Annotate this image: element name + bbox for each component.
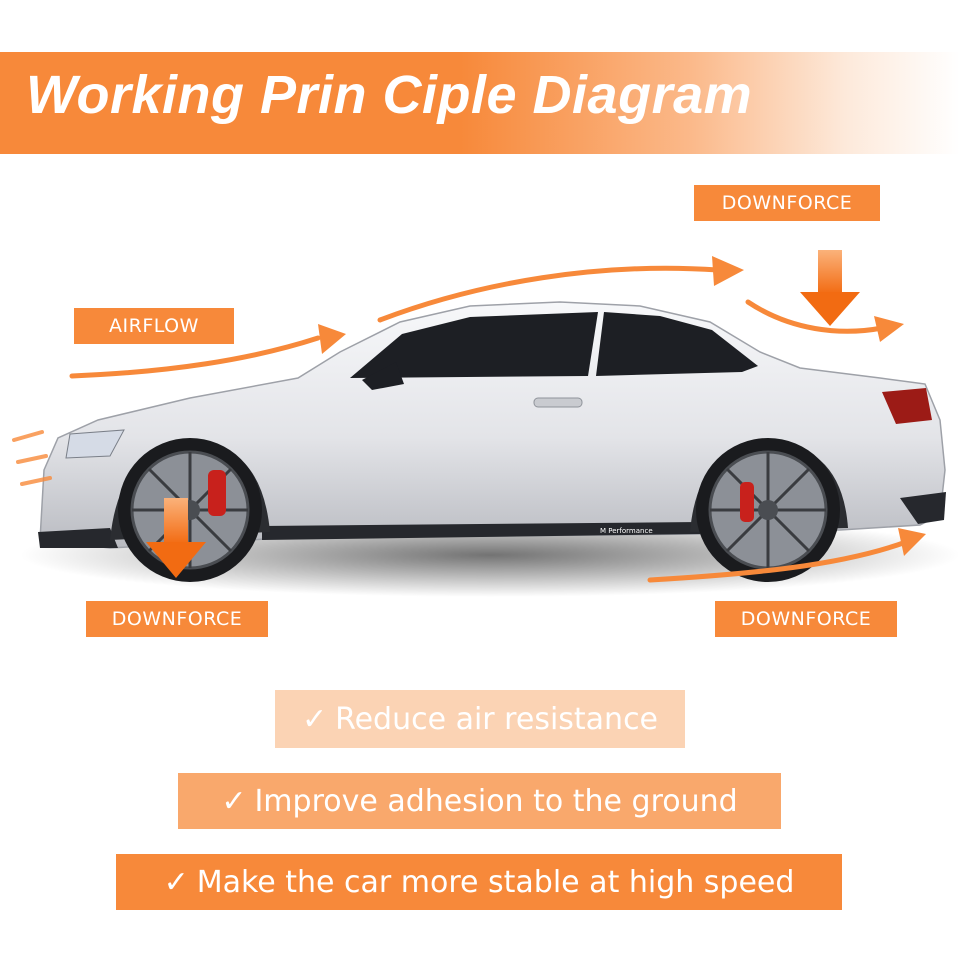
downforce-arrow-front — [146, 498, 206, 578]
airflow-arrow-nose-1 — [12, 430, 44, 442]
feature-reduce-air-resistance: ✓ Reduce air resistance — [275, 690, 685, 748]
airflow-arrow-nose-3 — [20, 476, 52, 486]
taillight — [882, 388, 932, 424]
rear-wheel — [696, 438, 840, 582]
airflow-arrow-hood — [69, 335, 321, 379]
airflow-arrow-nose-2 — [16, 454, 48, 464]
feature-improve-adhesion: ✓ Improve adhesion to the ground — [178, 773, 781, 829]
car-front-splitter — [38, 528, 118, 548]
downforce-arrow-top — [800, 250, 860, 326]
brake-caliper — [208, 470, 226, 516]
downforce-label-rear: DOWNFORCE — [715, 601, 897, 637]
title-banner: Working Prin Ciple Diagram — [0, 52, 960, 154]
feature-text: Reduce air resistance — [335, 701, 659, 737]
car-window-front — [350, 312, 598, 378]
page-title: Working Prin Ciple Diagram — [26, 65, 753, 125]
car-side-skirt — [262, 522, 700, 540]
door-handle — [533, 397, 583, 408]
airflow-arrow-heads — [318, 256, 926, 556]
airflow-arrows — [12, 265, 909, 583]
feature-text: Improve adhesion to the ground — [254, 783, 738, 819]
check-icon: ✓ — [301, 701, 328, 737]
feature-stable-high-speed: ✓ Make the car more stable at high speed — [116, 854, 842, 910]
downforce-label-front: DOWNFORCE — [86, 601, 268, 637]
feature-text: Make the car more stable at high speed — [196, 864, 795, 900]
airflow-arrow-spoiler — [745, 299, 885, 334]
car-rear-diffuser — [900, 492, 946, 524]
headlight — [65, 429, 125, 459]
check-icon: ✓ — [163, 864, 189, 900]
car-window-rear — [596, 312, 758, 376]
airflow-arrow-under — [647, 539, 909, 583]
airflow-label: AIRFLOW — [74, 308, 234, 344]
side-mirror — [362, 362, 404, 390]
badge-text: M Performance — [600, 527, 653, 535]
airflow-arrow-roof — [377, 265, 721, 323]
check-icon: ✓ — [221, 783, 247, 819]
downforce-label-top: DOWNFORCE — [694, 185, 880, 221]
